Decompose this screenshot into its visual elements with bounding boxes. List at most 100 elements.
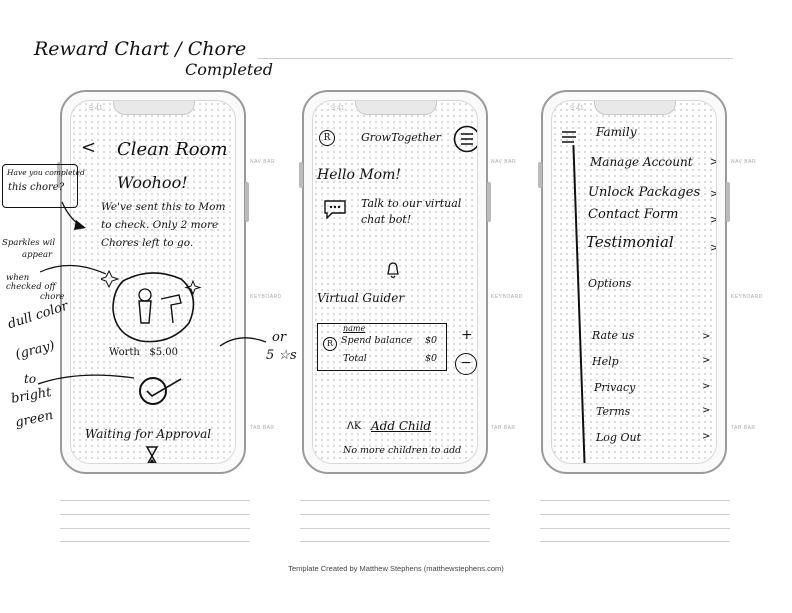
tab-bar-tag: TAB BAR — [491, 425, 516, 431]
spend-balance-label: Spend balance — [341, 335, 412, 346]
side-button — [57, 162, 61, 188]
annotation-text: chore — [40, 292, 65, 302]
menu-item-terms[interactable]: Terms — [596, 405, 631, 418]
screen-chore-detail: 9:41 < Clean Room Woohoo! We've sent thi… — [70, 100, 236, 464]
menu-item-manage-account[interactable]: Manage Account — [590, 155, 693, 169]
annotation-line — [38, 374, 135, 385]
tab-bar-tag: TAB BAR — [250, 425, 275, 431]
phone-notch — [113, 101, 195, 115]
status-time: 9:41 — [331, 105, 345, 112]
annotation-text: when — [6, 273, 30, 283]
tab-bar-tag: TAB BAR — [731, 425, 756, 431]
menu-item-privacy[interactable]: Privacy — [594, 381, 636, 394]
keyboard-tag: KEYBOARD — [491, 294, 523, 300]
spend-balance-value: $0 — [425, 335, 438, 346]
menu-icon[interactable] — [453, 125, 478, 153]
app-name: GrowTogether — [361, 131, 442, 144]
chevron-right-icon: > — [702, 431, 711, 442]
note-line — [60, 528, 250, 529]
side-button — [726, 182, 730, 222]
annotation-text: checked off — [6, 282, 56, 292]
chevron-right-icon: > — [702, 381, 711, 392]
add-balance-button[interactable]: + — [461, 327, 473, 343]
approval-status: Waiting for Approval — [85, 427, 212, 441]
total-value: $0 — [425, 353, 438, 364]
annotation-text: Have you completed — [7, 168, 85, 177]
add-child-link[interactable]: Add Child — [371, 419, 432, 433]
menu-item-testimonial[interactable]: Testimonial — [586, 233, 674, 251]
annotation-line — [40, 264, 107, 275]
side-button — [487, 182, 491, 222]
annotation-line — [220, 337, 267, 347]
bell-icon[interactable] — [385, 261, 401, 279]
page-subtitle: Completed — [185, 60, 274, 79]
annotation-text: green — [14, 408, 55, 431]
add-child-icon: ᐱK — [347, 421, 362, 432]
screen-side-menu: 9:41 Family Manage Account > Unlock Pack… — [551, 100, 717, 464]
message-line: We've sent this to Mom — [101, 201, 226, 213]
chevron-right-icon: > — [710, 187, 716, 200]
worth-value: Worth $5.00 — [109, 347, 179, 358]
note-line — [540, 514, 730, 515]
child-card[interactable] — [317, 323, 447, 371]
subtract-balance-button[interactable]: − — [455, 353, 477, 375]
annotation-text: (gray) — [14, 338, 57, 363]
menu-item-contact-form[interactable]: Contact Form — [588, 207, 679, 222]
chatbot-link[interactable]: Talk to our virtual — [361, 197, 462, 210]
hamburger-icon[interactable] — [560, 129, 578, 145]
annotation-text: or — [272, 330, 287, 345]
note-line — [540, 528, 730, 529]
chatbot-link[interactable]: chat bot! — [361, 213, 412, 226]
note-line — [300, 514, 490, 515]
annotation-text: to — [24, 372, 37, 386]
phone-side-menu: 9:41 Family Manage Account > Unlock Pack… — [538, 90, 730, 474]
chevron-right-icon: > — [702, 331, 711, 342]
note-line — [300, 541, 490, 542]
chevron-right-icon: > — [710, 155, 716, 168]
message-line: Chores left to go. — [101, 237, 194, 249]
annotation-text: this chore? — [8, 182, 65, 193]
greeting: Hello Mom! — [317, 167, 401, 183]
total-label: Total — [343, 353, 367, 364]
menu-divider — [572, 145, 586, 463]
side-button — [538, 162, 542, 188]
keyboard-tag: KEYBOARD — [731, 294, 763, 300]
chat-bubble-icon[interactable] — [323, 199, 347, 219]
menu-item-options[interactable]: Options — [588, 277, 632, 290]
chevron-right-icon: > — [710, 241, 716, 254]
back-button[interactable]: < — [81, 137, 97, 158]
note-line — [300, 500, 490, 501]
note-line — [540, 541, 730, 542]
annotation-arrow — [61, 201, 86, 230]
check-icon[interactable] — [137, 373, 183, 409]
menu-item-unlock-packages[interactable]: Unlock Packages — [588, 185, 701, 200]
chevron-right-icon: > — [710, 213, 716, 226]
nav-bar-tag: NAV BAR — [250, 159, 276, 165]
note-line — [60, 514, 250, 515]
message-line: to check. Only 2 more — [101, 219, 219, 231]
phone-chore-detail: 9:41 < Clean Room Woohoo! We've sent thi… — [57, 90, 249, 474]
section-title: Virtual Guider — [317, 291, 405, 305]
menu-item-family[interactable]: Family — [596, 125, 637, 139]
menu-item-log-out[interactable]: Log Out — [596, 431, 641, 444]
menu-item-rate-us[interactable]: Rate us — [592, 329, 635, 342]
menu-item-help[interactable]: Help — [592, 355, 619, 368]
phone-parent-home: 9:41 R GrowTogether Hello Mom! Talk to o… — [299, 90, 491, 474]
annotation-text: Sparkles wil — [2, 238, 56, 248]
annotation-text: 5 ☆s — [266, 348, 297, 363]
note-line — [60, 541, 250, 542]
keyboard-tag: KEYBOARD — [250, 294, 282, 300]
chore-illustration — [101, 269, 202, 343]
footer-credit: Template Created by Matthew Stephens (ma… — [288, 564, 504, 573]
note-line — [540, 500, 730, 501]
title-rule — [258, 58, 733, 59]
annotation-text: appear — [22, 250, 53, 260]
chevron-right-icon: > — [702, 405, 711, 416]
empty-message: No more children to add — [343, 445, 462, 456]
child-avatar: R — [323, 337, 337, 351]
page-title: Reward Chart / Chore — [34, 38, 247, 60]
nav-bar-tag: NAV BAR — [731, 159, 757, 165]
hourglass-icon — [145, 446, 159, 463]
status-time: 9:41 — [570, 105, 584, 112]
chevron-right-icon: > — [702, 355, 711, 366]
